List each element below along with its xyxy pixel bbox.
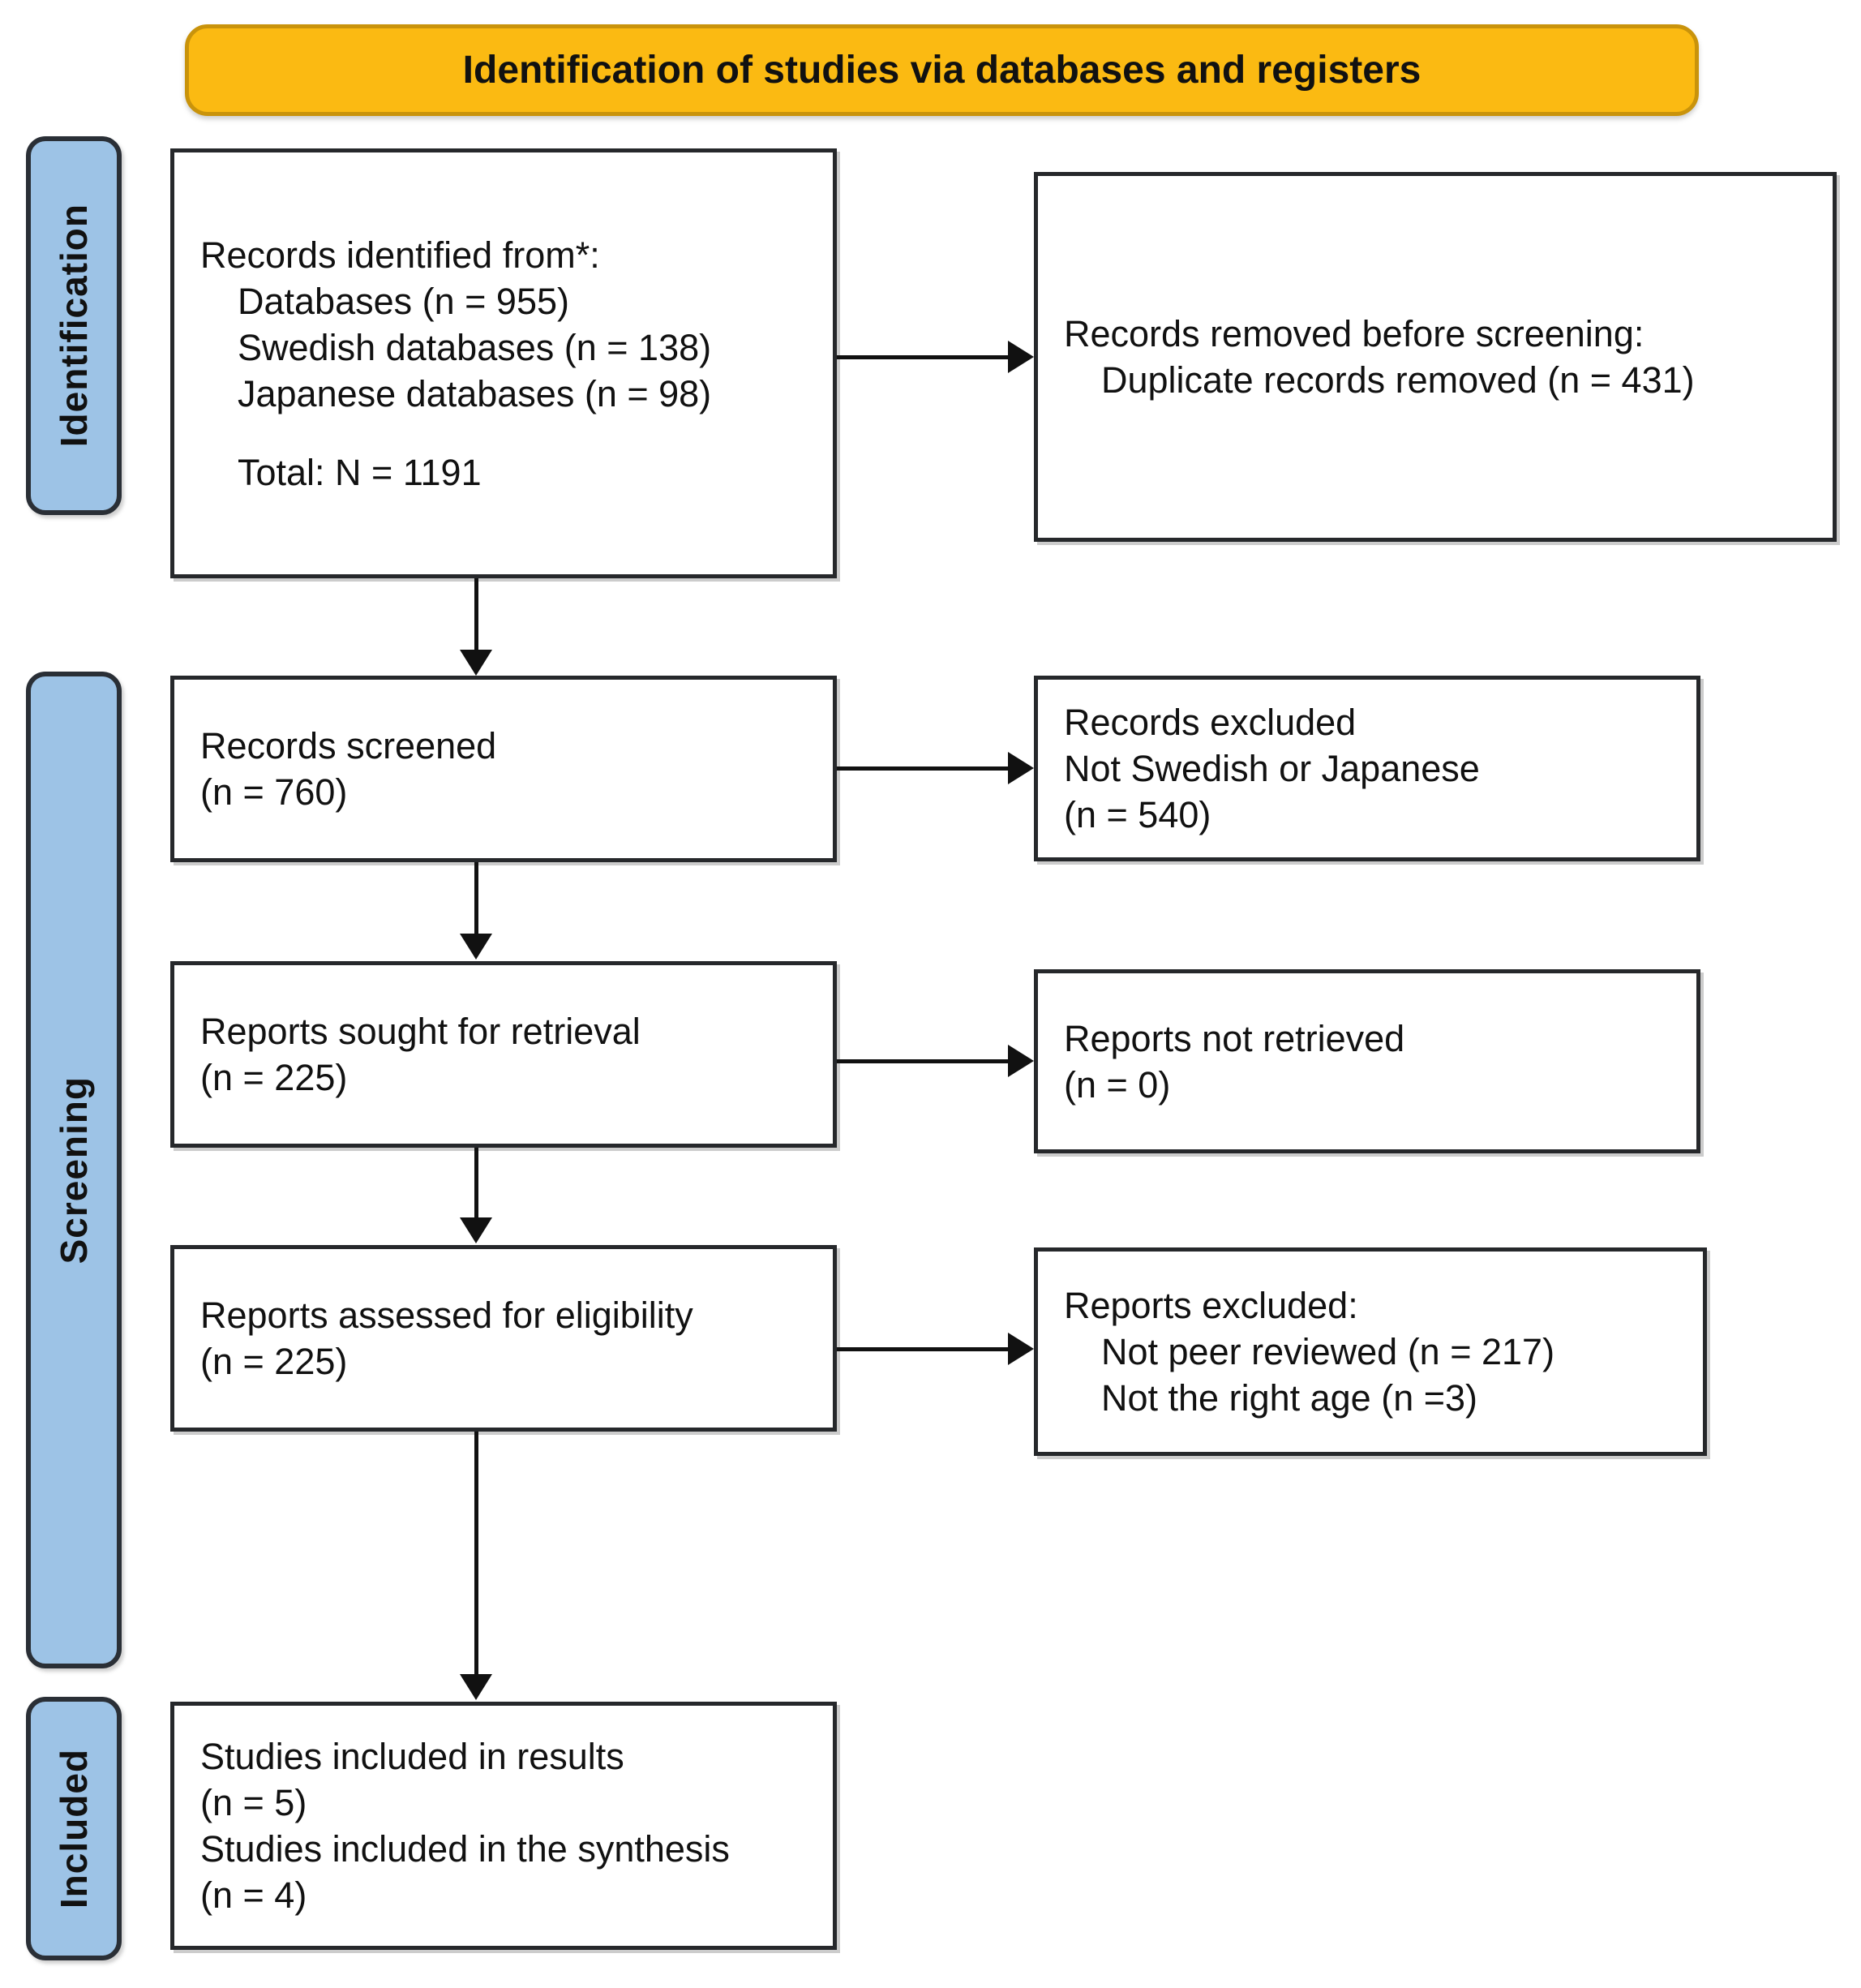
stage-bar-included: Included — [26, 1697, 122, 1960]
box-records-excluded: Records excluded Not Swedish or Japanese… — [1034, 676, 1700, 861]
stage-label-included: Included — [53, 1748, 95, 1909]
box-line: (n = 760) — [200, 771, 348, 813]
arrow-down-screened-to-sought — [474, 862, 478, 935]
box-line: Reports assessed for eligibility — [200, 1295, 693, 1336]
box-line: (n = 540) — [1064, 794, 1211, 835]
box-line: Reports sought for retrieval — [200, 1011, 641, 1052]
box-line: Studies included in results — [200, 1736, 624, 1777]
box-line: Reports not retrieved — [1064, 1017, 1405, 1059]
arrowhead-right-icon — [1008, 752, 1034, 784]
box-line: Not the right age (n =3) — [1101, 1377, 1478, 1419]
arrow-down-identified-to-screened — [474, 578, 478, 651]
arrowhead-down-icon — [460, 1674, 492, 1700]
banner-title: Identification of studies via databases … — [462, 49, 1421, 92]
stage-bar-identification: Identification — [26, 136, 122, 515]
box-records-removed: Records removed before screening: Duplic… — [1034, 172, 1837, 542]
box-line: Studies included in the synthesis — [200, 1828, 730, 1870]
box-line: Reports excluded: — [1064, 1285, 1358, 1326]
box-records-identified: Records identified from*: Databases (n =… — [170, 148, 837, 578]
box-line: Databases (n = 955) — [238, 280, 569, 322]
stage-bar-screening: Screening — [26, 672, 122, 1668]
box-line: (n = 5) — [200, 1782, 307, 1823]
box-line: (n = 225) — [200, 1057, 348, 1098]
box-line: Swedish databases (n = 138) — [238, 326, 712, 368]
box-line: Japanese databases (n = 98) — [238, 372, 712, 414]
box-line: Records identified from*: — [200, 234, 600, 276]
arrow-right-screened-to-excluded — [837, 766, 1008, 771]
arrowhead-right-icon — [1008, 341, 1034, 373]
arrowhead-down-icon — [460, 1217, 492, 1243]
banner: Identification of studies via databases … — [185, 24, 1699, 116]
box-line: Duplicate records removed (n = 431) — [1101, 359, 1695, 401]
arrowhead-right-icon — [1008, 1045, 1034, 1077]
arrow-right-sought-to-not-retrieved — [837, 1059, 1008, 1063]
box-reports-assessed: Reports assessed for eligibility (n = 22… — [170, 1245, 837, 1432]
box-line: Records removed before screening: — [1064, 313, 1644, 354]
box-line: Not peer reviewed (n = 217) — [1101, 1331, 1555, 1372]
box-line: Not Swedish or Japanese — [1064, 748, 1480, 789]
box-reports-excluded: Reports excluded: Not peer reviewed (n =… — [1034, 1247, 1707, 1456]
arrowhead-down-icon — [460, 650, 492, 676]
arrow-right-identified-to-removed — [837, 355, 1008, 359]
box-line: (n = 0) — [1064, 1063, 1171, 1106]
box-line: Records excluded — [1064, 702, 1357, 743]
box-line-blank — [200, 417, 818, 449]
arrowhead-right-icon — [1008, 1333, 1034, 1365]
stage-label-screening: Screening — [53, 1076, 95, 1265]
box-line: Total: N = 1191 — [238, 451, 482, 493]
stage-label-identification: Identification — [53, 204, 95, 448]
box-studies-included: Studies included in results (n = 5) Stud… — [170, 1702, 837, 1950]
arrowhead-down-icon — [460, 934, 492, 960]
box-records-screened: Records screened (n = 760) — [170, 676, 837, 862]
box-reports-sought: Reports sought for retrieval (n = 225) — [170, 961, 837, 1148]
arrow-down-sought-to-assessed — [474, 1148, 478, 1219]
box-line: (n = 225) — [200, 1341, 348, 1382]
box-line: (n = 4) — [200, 1874, 307, 1916]
box-line: Records screened — [200, 725, 497, 766]
arrow-down-assessed-to-included — [474, 1432, 478, 1676]
box-reports-not-retrieved: Reports not retrieved (n = 0) — [1034, 969, 1700, 1153]
arrow-right-assessed-to-excluded — [837, 1347, 1008, 1351]
